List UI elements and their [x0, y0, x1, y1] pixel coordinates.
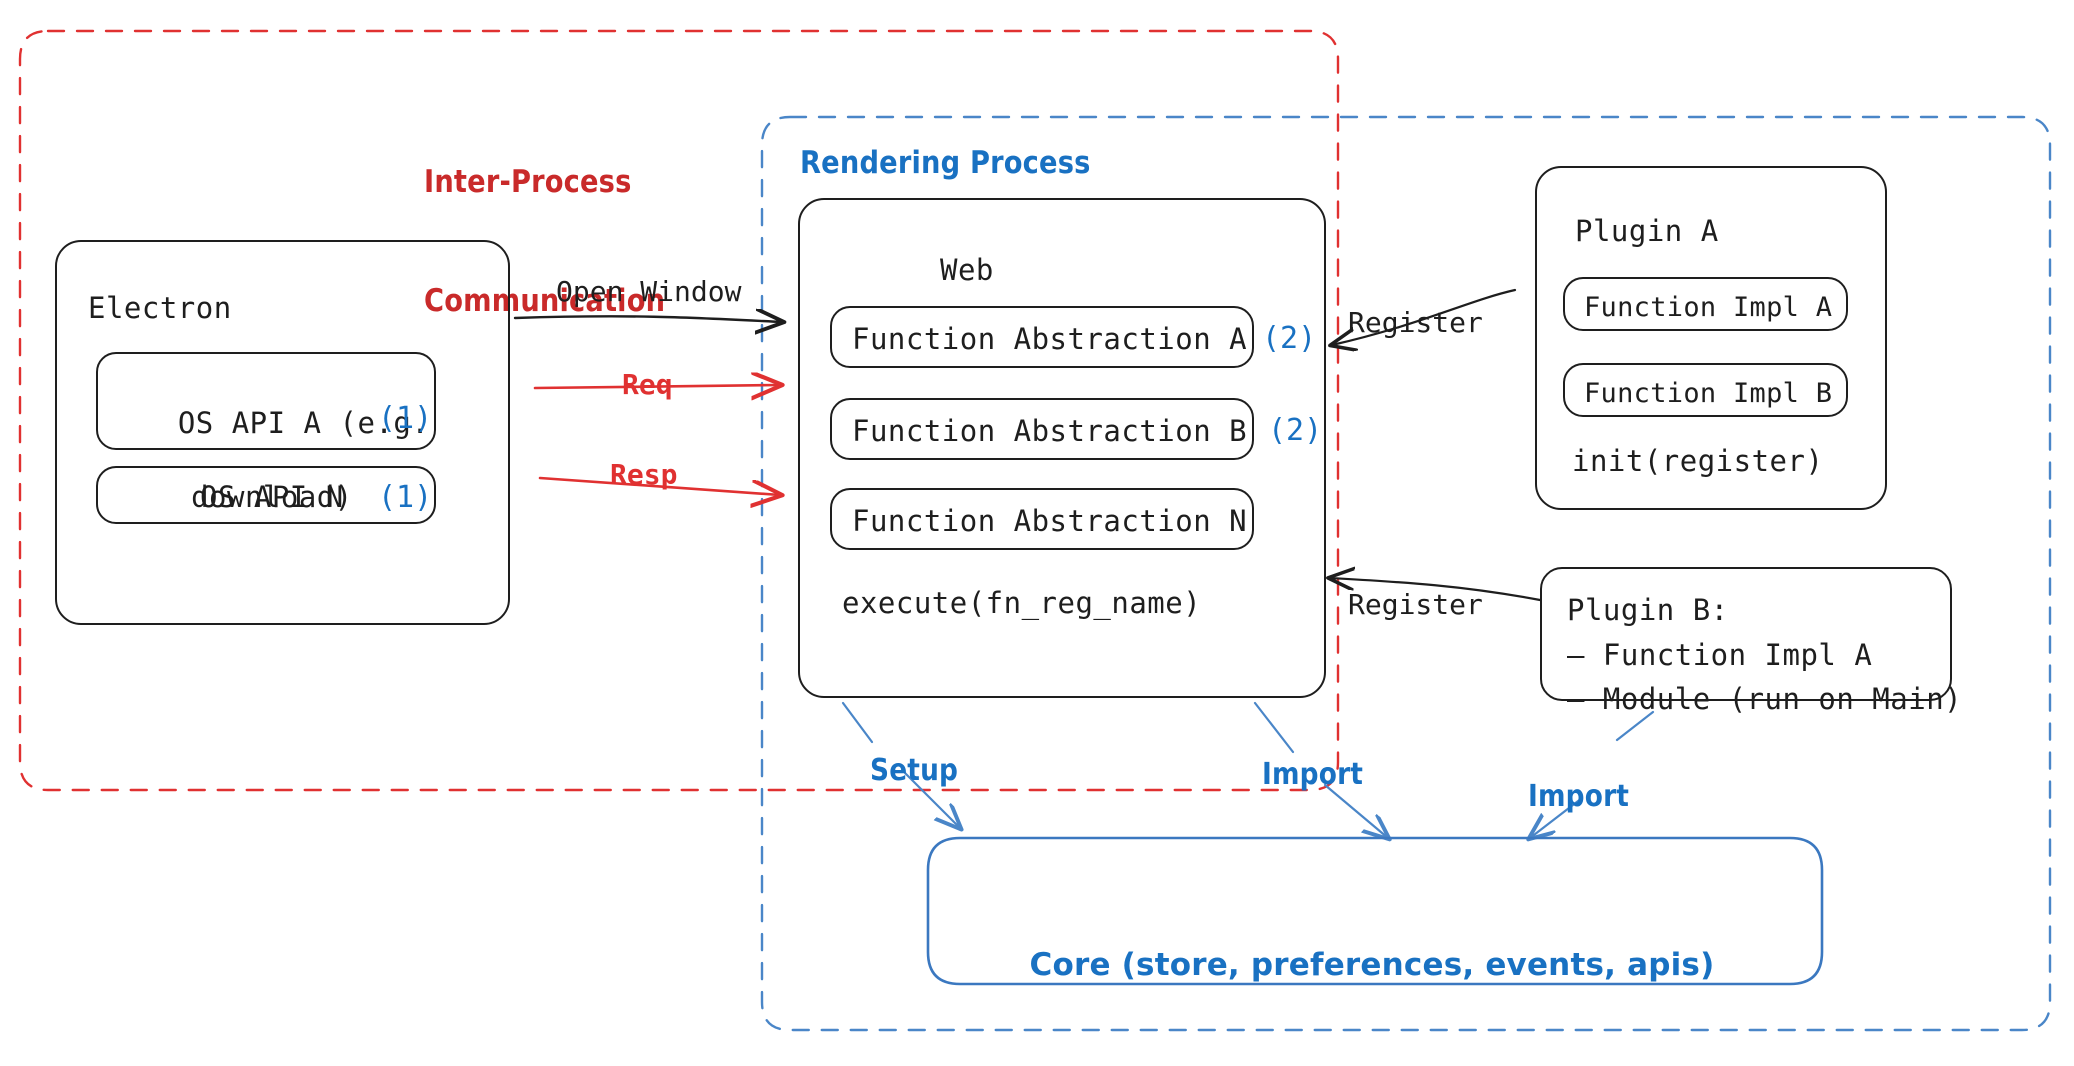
os-api-a-marker: (1)	[378, 401, 433, 436]
function-abstraction-a-marker: (2)	[1262, 321, 1317, 356]
function-abstraction-b-marker: (2)	[1268, 413, 1323, 448]
plugin-a-impl-b-label: Function Impl B	[1584, 378, 1833, 409]
plugin-a-title: Plugin A	[1575, 214, 1719, 248]
edge-import-plugin-b	[1530, 710, 1655, 838]
ipc-group-label-line2: Communication	[424, 283, 666, 320]
function-abstraction-b-label: Function Abstraction B	[852, 414, 1248, 448]
core-line-1: Core (store, preferences, events, apis)	[1029, 946, 1715, 983]
web-box[interactable]	[798, 198, 1326, 698]
os-api-n-label: OS API N	[200, 480, 344, 514]
edge-label-import-plugin-b: Import	[1528, 779, 1630, 814]
function-abstraction-a-label: Function Abstraction A	[852, 322, 1248, 356]
os-api-a-line1: OS API A (e.g.	[177, 406, 430, 441]
plugin-b-item-1: – Module (run on Main)	[1567, 682, 1963, 716]
os-api-a-label: OS API A (e.g. download)	[106, 368, 429, 554]
edge-label-register-bottom: Register	[1348, 588, 1483, 621]
plugin-a-box[interactable]	[1535, 166, 1887, 510]
plugin-a-impl-a-box[interactable]	[1563, 277, 1848, 331]
plugin-b-item-0: – Function Impl A	[1567, 638, 1873, 672]
os-api-n-marker: (1)	[378, 480, 433, 515]
ipc-group-label: Inter-Process Communication	[424, 84, 665, 401]
rendering-process-label: Rendering Process	[800, 145, 1091, 181]
core-box-text: Core (store, preferences, events, apis) …	[952, 858, 1792, 1066]
edge-label-register-top: Register	[1348, 306, 1483, 339]
function-abstraction-n-label: Function Abstraction N	[852, 504, 1248, 538]
edge-label-resp: Resp	[610, 458, 678, 491]
os-api-n-box[interactable]	[96, 466, 436, 524]
os-api-a-box[interactable]	[96, 352, 436, 450]
ipc-group-label-line1: Inter-Process	[424, 164, 632, 201]
plugin-b-title: Plugin B:	[1567, 593, 1729, 627]
function-abstraction-b-box[interactable]	[830, 398, 1254, 460]
edge-label-req: Req	[622, 368, 673, 401]
function-abstraction-n-box[interactable]	[830, 488, 1254, 550]
plugin-a-impl-b-box[interactable]	[1563, 363, 1848, 417]
web-title: Web	[940, 253, 994, 287]
function-abstraction-a-box[interactable]	[830, 306, 1254, 368]
edge-label-setup: Setup	[870, 753, 959, 788]
os-api-a-line2: download)	[191, 480, 353, 515]
electron-box[interactable]	[55, 240, 510, 625]
edge-label-open-window: Open Window	[556, 275, 742, 308]
electron-title: Electron	[88, 291, 232, 325]
edge-label-import-web: Import	[1262, 757, 1364, 792]
plugin-a-init-label: init(register)	[1572, 444, 1824, 478]
web-execute-label: execute(fn_reg_name)	[842, 586, 1202, 620]
plugin-a-impl-a-label: Function Impl A	[1584, 292, 1833, 323]
plugin-b-box[interactable]	[1540, 567, 1952, 701]
